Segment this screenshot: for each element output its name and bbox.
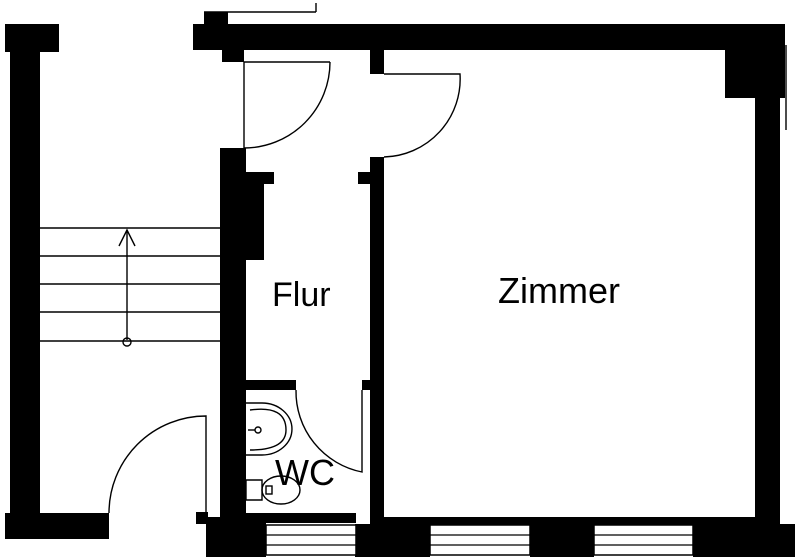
toilet-icon — [245, 479, 263, 501]
wall-top-main — [193, 24, 785, 50]
wall-entry-jamb — [196, 512, 208, 524]
windows — [265, 524, 694, 556]
wall-wc-partition — [244, 380, 296, 390]
wall-stair-flur — [220, 148, 246, 538]
doors — [108, 61, 461, 514]
window-zimmer-1 — [429, 524, 531, 556]
wall-flur-jamb — [358, 172, 372, 184]
wall-flur-chimney — [244, 172, 274, 184]
window-zimmer-2 — [593, 524, 694, 556]
wall-wc-partition-stub — [362, 380, 372, 390]
room-label-zimmer: Zimmer — [498, 270, 620, 311]
wall-top-stub — [204, 12, 228, 24]
stairs — [40, 227, 220, 347]
room-label-wc: WC — [275, 452, 335, 493]
wall-right — [755, 24, 780, 534]
wall-flur-niche — [244, 184, 264, 260]
door-swing-zimmer — [383, 73, 461, 158]
wall-bottom-center — [206, 517, 266, 557]
wall-flur-zimmer-top — [370, 50, 384, 74]
door-swing-entry — [108, 415, 207, 514]
wall-bottom-inner — [246, 513, 356, 523]
wc-fixtures — [245, 402, 301, 505]
wall-top-left — [5, 24, 59, 52]
wall-bottom-pier-2 — [530, 524, 594, 557]
door-swing-flur-entry — [243, 61, 331, 149]
wall-bottom-left — [5, 513, 109, 539]
door-swing-wc — [295, 389, 363, 473]
walls — [5, 12, 795, 557]
window-wc — [265, 524, 357, 556]
wall-flur-zimmer — [370, 157, 384, 537]
wall-left-outer — [10, 24, 40, 524]
wall-bottom-pier-1 — [355, 524, 430, 557]
wall-bottom-pier-3 — [693, 524, 795, 557]
wall-top-pier — [222, 50, 244, 62]
wall-bottom-zimmer — [384, 517, 764, 525]
sink-icon — [246, 402, 293, 456]
room-label-flur: Flur — [272, 276, 331, 314]
